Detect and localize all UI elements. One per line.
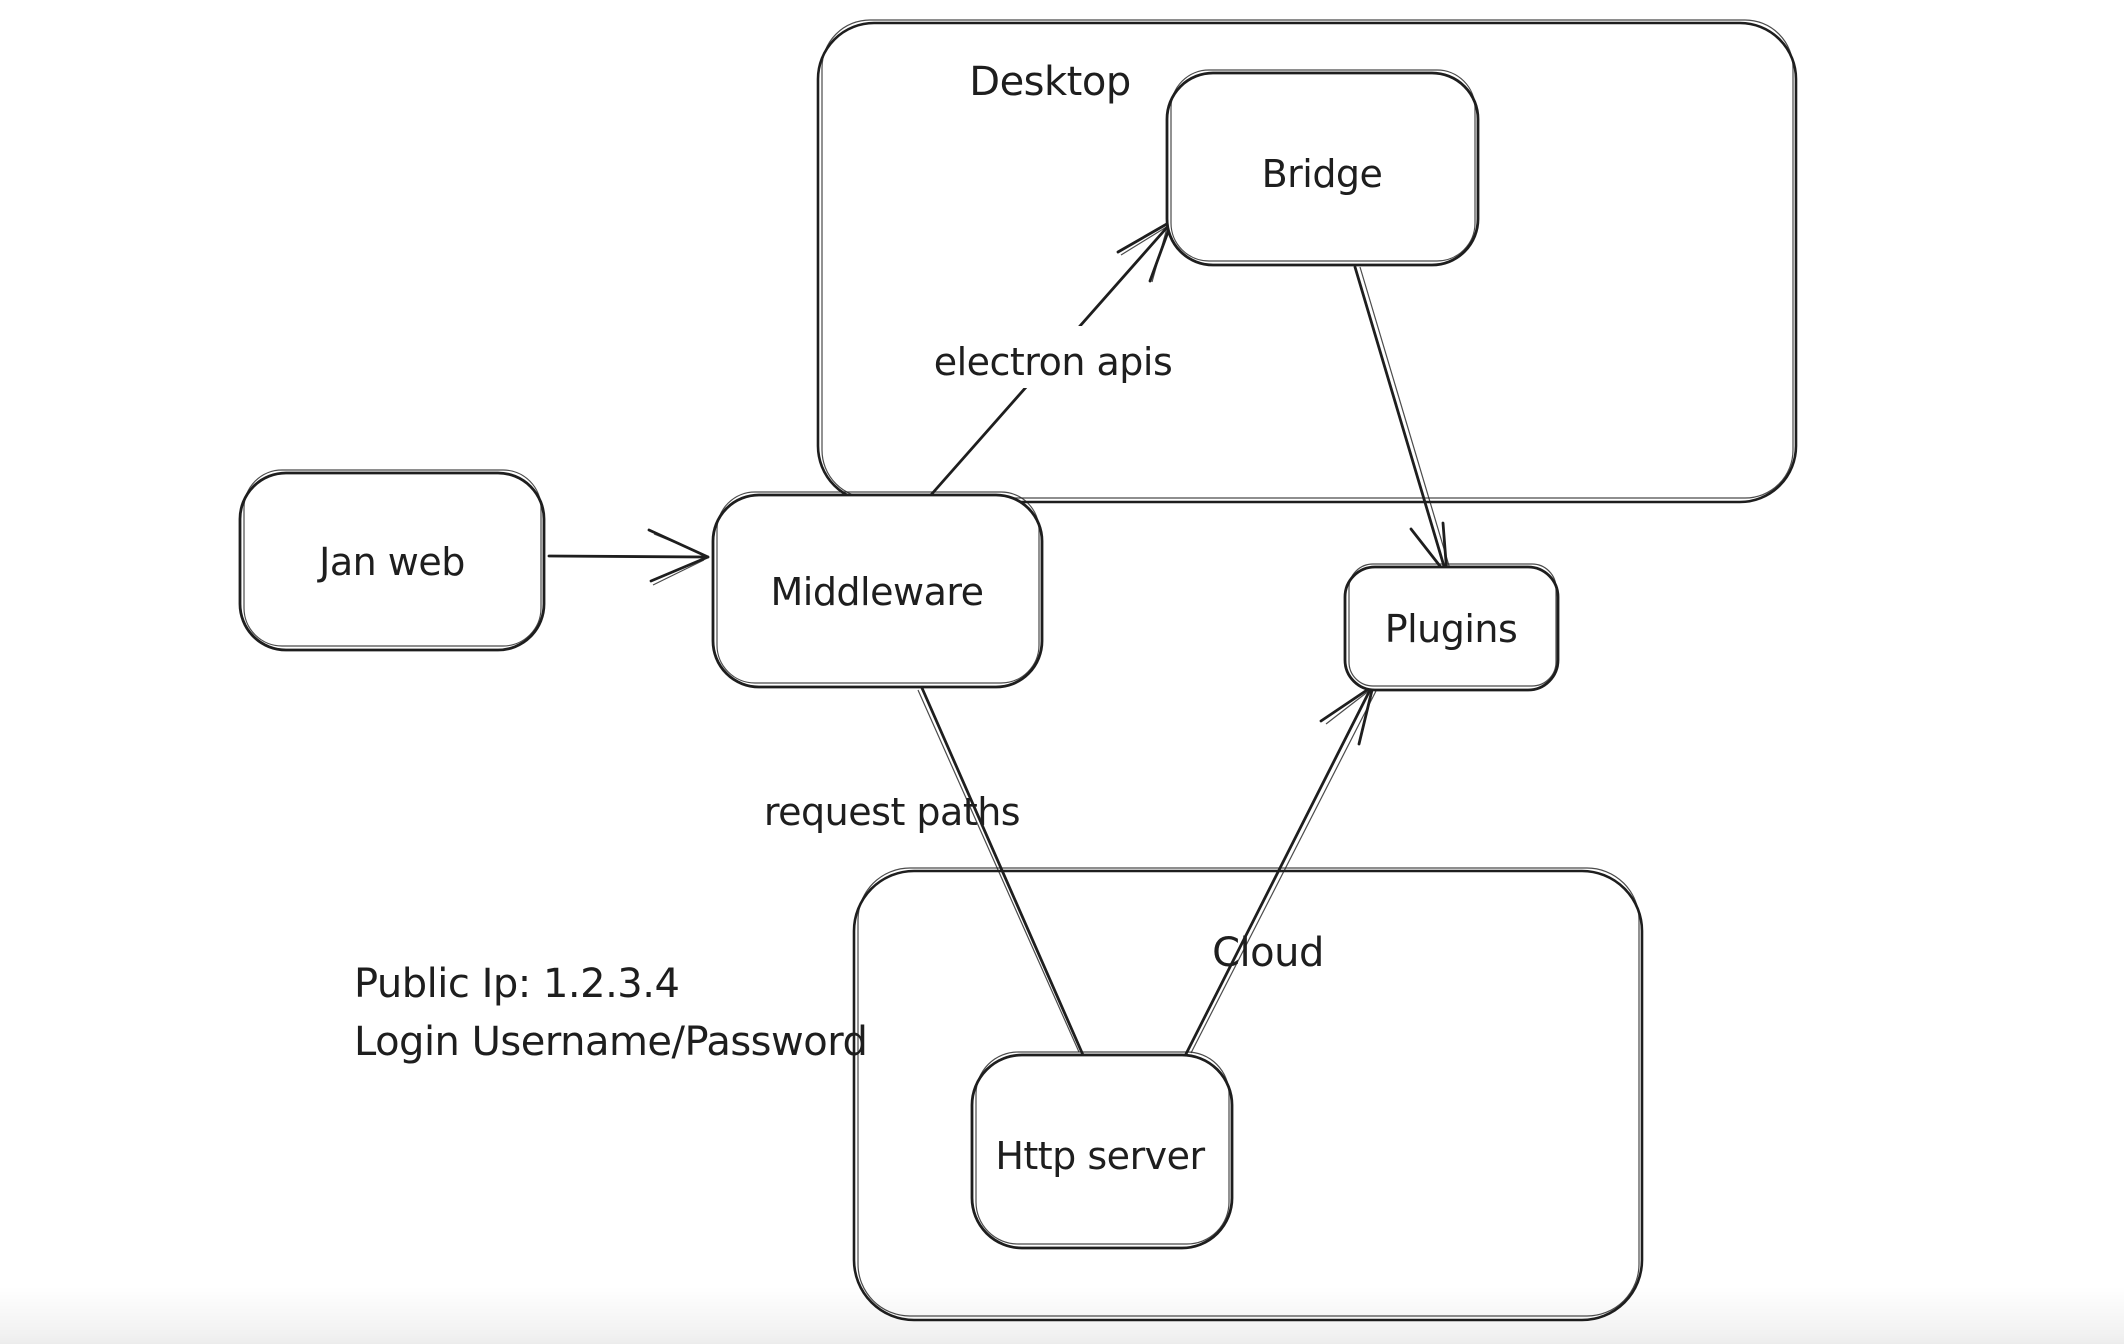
edge-bridge-to-plugins[interactable] xyxy=(1353,265,1451,577)
edge-jan-web-to-middleware[interactable] xyxy=(547,528,710,586)
bridge-box-sketch xyxy=(1170,69,1476,262)
bridge-node[interactable] xyxy=(1165,69,1480,267)
edge-line xyxy=(1184,686,1373,1056)
login-credentials-note[interactable]: Login Username/Password xyxy=(354,1019,868,1065)
http-server-box-sketch xyxy=(975,1051,1230,1245)
cloud-container-outline xyxy=(852,869,1644,1322)
electron-apis-edge-label[interactable]: electron apis xyxy=(934,340,1173,384)
http-server-label[interactable]: Http server xyxy=(995,1134,1206,1178)
jan-web-label[interactable]: Jan web xyxy=(317,540,465,584)
electron-apis-label-plate xyxy=(918,326,1186,388)
cloud-container-label[interactable]: Cloud xyxy=(1212,930,1324,976)
desktop-container-outline-sketch xyxy=(821,19,1794,499)
jan-web-node[interactable] xyxy=(238,469,546,652)
middleware-box-sketch xyxy=(716,491,1040,684)
cloud-container[interactable] xyxy=(852,867,1644,1322)
jan-web-box-sketch xyxy=(243,469,542,647)
arrowhead xyxy=(1319,684,1375,746)
arrowhead-sketch xyxy=(1325,689,1371,725)
arrowhead-sketch xyxy=(652,533,705,586)
plugins-box xyxy=(1343,565,1560,692)
middleware-node[interactable] xyxy=(711,491,1044,689)
edge-line xyxy=(920,686,1085,1057)
plugins-box-sketch xyxy=(1348,563,1557,687)
edge-line-sketch xyxy=(1190,690,1377,1054)
edge-line-sketch xyxy=(1359,266,1451,570)
edge-line xyxy=(1353,265,1448,575)
bridge-box xyxy=(1165,71,1480,267)
plugins-node[interactable] xyxy=(1343,563,1560,692)
http-server-box xyxy=(970,1053,1234,1250)
bridge-label[interactable]: Bridge xyxy=(1262,152,1383,196)
desktop-container-outline xyxy=(816,21,1798,504)
public-ip-note[interactable]: Public Ip: 1.2.3.4 xyxy=(354,961,680,1007)
jan-web-box xyxy=(238,471,546,652)
edge-line xyxy=(547,554,708,559)
middleware-box xyxy=(711,493,1044,689)
edge-http-server-to-plugins[interactable] xyxy=(1184,684,1377,1056)
desktop-container-label[interactable]: Desktop xyxy=(969,59,1131,105)
edge-middleware-to-http-server[interactable] xyxy=(917,686,1085,1057)
desktop-container[interactable] xyxy=(816,19,1798,504)
middleware-label[interactable]: Middleware xyxy=(770,570,984,614)
http-server-node[interactable] xyxy=(970,1051,1234,1250)
arrowhead-sketch xyxy=(1120,225,1169,283)
plugins-label[interactable]: Plugins xyxy=(1385,607,1518,651)
request-paths-edge-label[interactable]: request paths xyxy=(764,790,1021,834)
cloud-container-outline-sketch xyxy=(857,867,1640,1317)
edge-line-sketch xyxy=(917,689,1080,1053)
